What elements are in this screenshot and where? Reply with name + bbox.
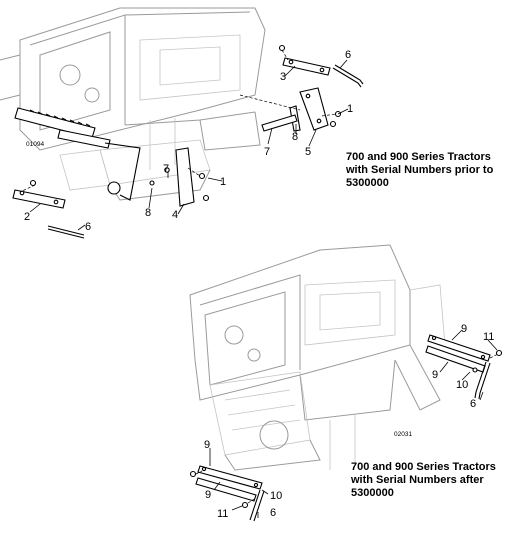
- bottom-caption-line-1: 700 and 900 Series Tractors: [351, 461, 496, 473]
- bottom-left-bars: [195, 465, 263, 502]
- top-callout-8b: 8: [145, 207, 151, 219]
- top-caption-line-3: 5300000: [346, 177, 389, 189]
- top-callout-6b: 6: [85, 221, 91, 233]
- bottom-callout-11a: 11: [483, 331, 494, 343]
- bottom-callout-9c: 9: [204, 439, 210, 451]
- bottom-left-chain: [249, 489, 265, 522]
- bottom-callout-9b: 9: [432, 369, 438, 381]
- bottom-callout-10b: 10: [270, 490, 282, 502]
- top-callout-7a: 7: [264, 146, 270, 158]
- top-callout-6a: 6: [345, 49, 351, 61]
- top-part-6-chain-lower: [47, 225, 85, 239]
- top-callout-2: 2: [24, 211, 30, 223]
- top-caption: 700 and 900 Series Tractors with Serial …: [346, 151, 493, 190]
- top-part-3-bracket: [282, 57, 331, 76]
- top-part-7-link: [261, 114, 298, 132]
- top-figure-id: 01094: [26, 141, 44, 148]
- bottom-leader-lines: [209, 329, 498, 518]
- bottom-assembly: 9 11 9 10 6 9 9 10 11 6 02031: [189, 244, 503, 522]
- bottom-figure-id: 02031: [394, 431, 412, 438]
- top-callout-5: 5: [305, 146, 311, 158]
- top-callout-1a: 1: [347, 103, 353, 115]
- bottom-caption-line-2: with Serial Numbers after: [351, 474, 484, 486]
- top-part-5-plate: [299, 87, 329, 131]
- top-leader-lines: [29, 59, 349, 231]
- bottom-callouts: 9 11 9 10 6 9 9 10 11 6: [204, 323, 494, 520]
- top-part-4-arm: [175, 147, 195, 207]
- top-callout-1b: 1: [220, 176, 226, 188]
- top-part-2-bracket: [12, 189, 66, 209]
- bottom-callout-9a: 9: [461, 323, 467, 335]
- bottom-callout-10a: 10: [456, 379, 468, 391]
- top-dashed-guides: [19, 49, 337, 193]
- top-lift-cylinder: [14, 107, 141, 201]
- bottom-callout-6b: 6: [270, 507, 276, 519]
- bottom-tractor-frame: [189, 244, 446, 471]
- top-callout-4: 4: [172, 209, 178, 221]
- top-callout-7b: 7: [163, 163, 169, 175]
- top-assembly: 6 3 1 8 7 5 7 1 8 4 2 6 01094: [0, 7, 364, 239]
- top-caption-line-2: with Serial Numbers prior to: [346, 164, 494, 176]
- top-fasteners: [29, 44, 342, 202]
- bottom-left-fasteners: [189, 470, 257, 509]
- bottom-right-bars: [425, 334, 491, 373]
- top-callouts: 6 3 1 8 7 5 7 1 8 4 2 6: [24, 49, 353, 233]
- top-part-6-chain-upper: [332, 64, 364, 88]
- top-callout-3: 3: [280, 71, 286, 83]
- bottom-callout-9d: 9: [205, 489, 211, 501]
- bottom-right-fasteners: [472, 349, 503, 373]
- bottom-caption-line-3: 5300000: [351, 487, 394, 499]
- bottom-callout-11b: 11: [217, 508, 228, 520]
- top-caption-line-1: 700 and 900 Series Tractors: [346, 151, 491, 163]
- bottom-caption: 700 and 900 Series Tractors with Serial …: [351, 461, 496, 500]
- top-callout-8a: 8: [292, 131, 298, 143]
- top-tractor-frame: [0, 7, 266, 201]
- bottom-callout-6a: 6: [470, 398, 476, 410]
- bottom-right-chain: [474, 361, 491, 400]
